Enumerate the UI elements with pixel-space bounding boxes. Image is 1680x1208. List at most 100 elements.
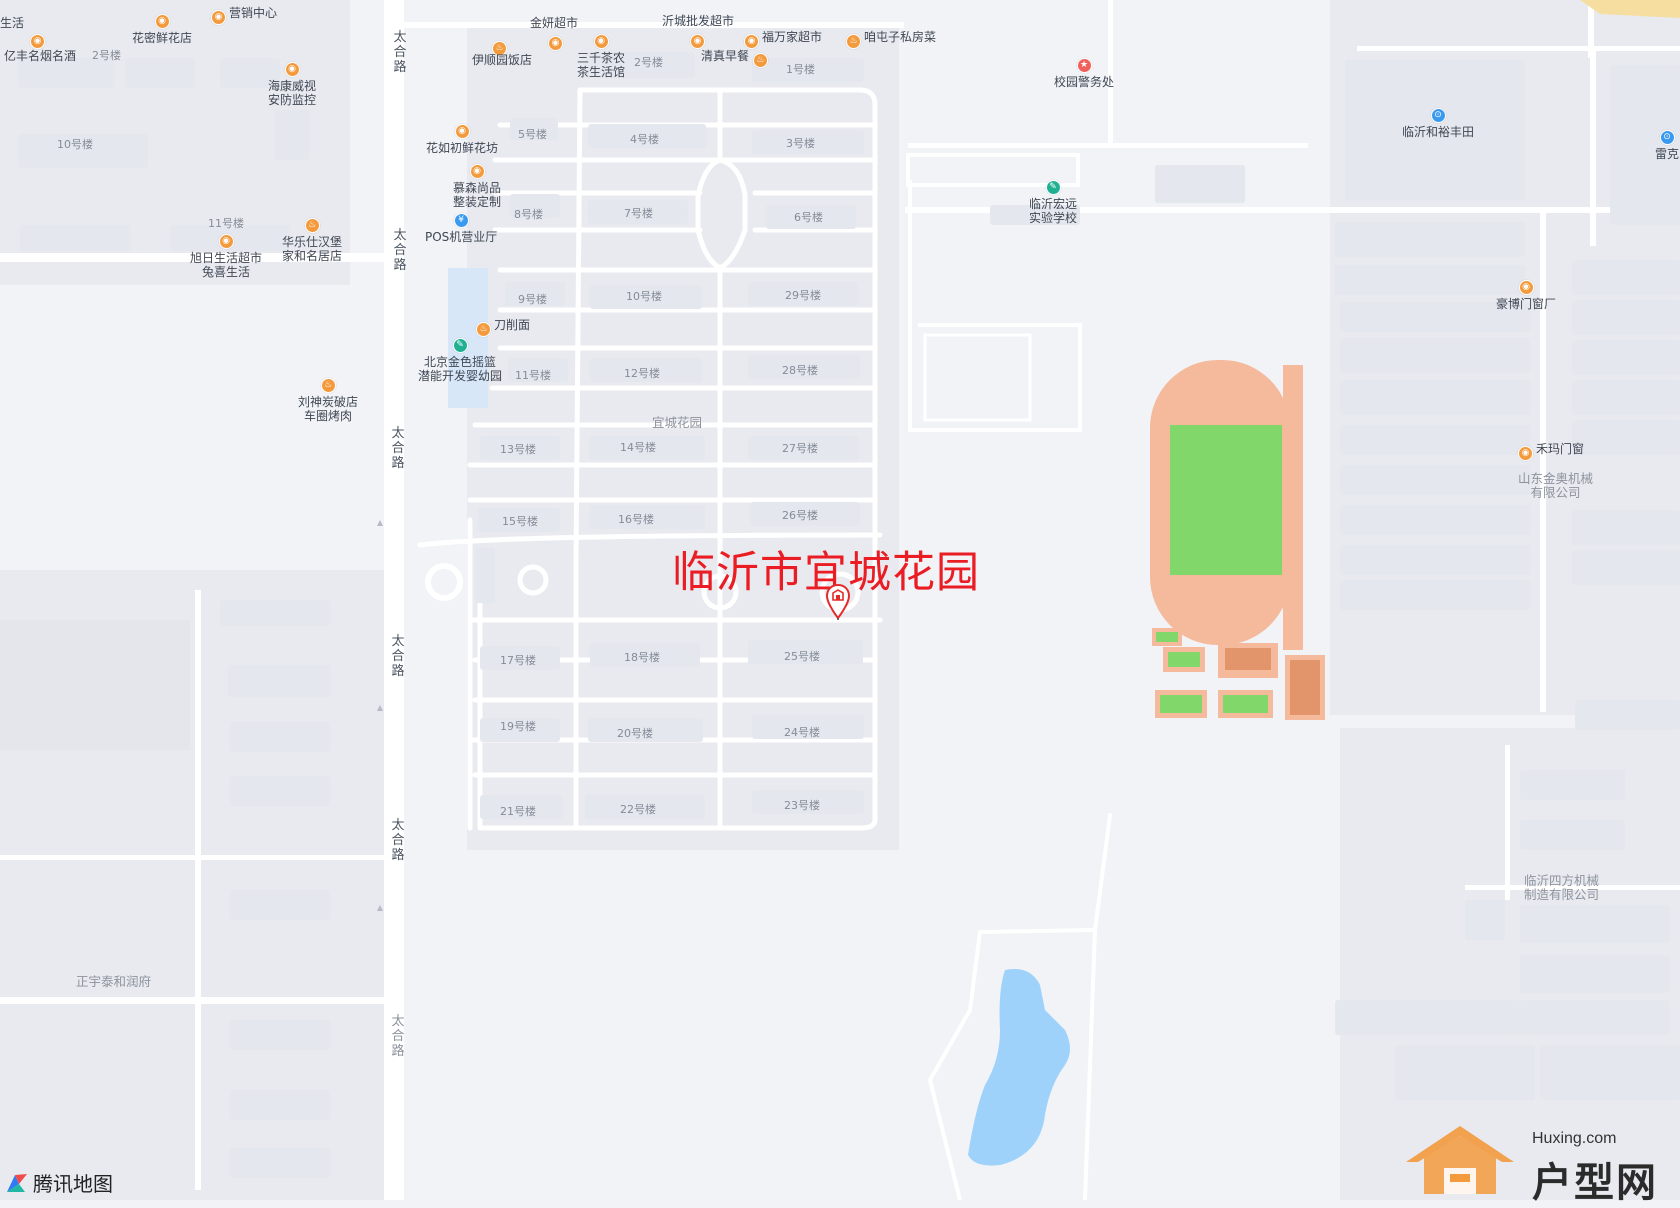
road[interactable]: [1540, 212, 1546, 712]
road[interactable]: [1465, 885, 1680, 890]
building-label: 25号楼: [784, 650, 820, 663]
poi-haobo-windows[interactable]: ◉豪博门窗厂: [1496, 280, 1557, 311]
building-label: 11号楼: [208, 217, 244, 230]
restaurant-icon: ♨: [846, 34, 861, 49]
poi-jinyan-supermarket[interactable]: 金妍超市: [530, 16, 579, 30]
shopping-cart-icon: ◉: [690, 34, 705, 49]
poi-hema-windows[interactable]: ◉禾玛门窗: [1518, 442, 1584, 461]
shopping-cart-icon: ◉: [548, 36, 563, 51]
poi-cart-icon-wrap[interactable]: ◉: [548, 32, 566, 51]
building-label: 23号楼: [784, 799, 820, 812]
road[interactable]: [1108, 0, 1113, 145]
location-marker-icon[interactable]: [825, 584, 851, 620]
roundabout: [701, 573, 739, 611]
poi-qingzhen-breakfast[interactable]: 清真早餐 ♨: [701, 49, 771, 68]
building-label: 24号楼: [784, 726, 820, 739]
poi-shenghuo[interactable]: 生活: [0, 16, 25, 30]
poi-pos-office[interactable]: ¥POS机营业厅: [425, 213, 498, 244]
compound-buildings: [475, 52, 864, 819]
building-label: 9号楼: [518, 293, 547, 306]
school-area: [906, 143, 1308, 432]
school-icon: ✎: [1045, 180, 1061, 195]
poi-yifeng-tobacco[interactable]: ◉亿丰名烟名酒: [4, 34, 77, 63]
building-label: 6号楼: [794, 211, 823, 224]
police-icon: ★: [1076, 58, 1092, 73]
sports-ground: [1150, 360, 1325, 720]
poi-heyu-toyota[interactable]: ⊙临沂和裕丰田: [1402, 108, 1475, 139]
building-label: 10号楼: [626, 290, 662, 303]
building-label: 20号楼: [617, 727, 653, 740]
curved-road[interactable]: [928, 813, 1112, 1200]
road[interactable]: [905, 207, 1680, 213]
building-label: 29号楼: [785, 289, 821, 302]
compound-label: 宜城花园: [652, 415, 703, 430]
road[interactable]: [1357, 46, 1680, 51]
building-label: 15号楼: [502, 515, 538, 528]
building-label: 5号楼: [518, 128, 547, 141]
road[interactable]: [1588, 0, 1594, 58]
road-label-taihe: 太合路: [391, 1014, 405, 1059]
east-west-road[interactable]: [0, 253, 392, 262]
poi-xuri-supermarket[interactable]: ◉旭日生活超市兔喜生活: [190, 234, 263, 279]
building-label: 8号楼: [514, 208, 543, 221]
area-label-sifang-machinery: 临沂四方机械制造有限公司: [1524, 873, 1600, 902]
shopping-cart-icon: ◉: [744, 34, 759, 49]
building-label: 22号楼: [620, 803, 656, 816]
building-label: 28号楼: [782, 364, 818, 377]
shop-icon: ◉: [284, 62, 300, 77]
road-label-taihe: 太合路: [391, 426, 405, 471]
tencent-map-logo-icon: [7, 1174, 27, 1192]
right-buildings: [1335, 60, 1680, 1100]
poi-zadianzi-restaurant[interactable]: ♨咱屯子私房菜: [846, 30, 936, 49]
road-label-taihe: 太合路: [393, 30, 407, 75]
poi-fuwanjia-supermarket[interactable]: ◉福万家超市: [744, 30, 822, 49]
building-label: 3号楼: [786, 137, 815, 150]
road[interactable]: [404, 22, 904, 28]
building-label: 13号楼: [500, 443, 536, 456]
shop-icon: ◉: [211, 10, 226, 25]
poi-yishun-restaurant[interactable]: ♨: [472, 37, 510, 56]
poi-campus-police[interactable]: ★校园警务处: [1054, 58, 1115, 89]
building-label: 19号楼: [500, 720, 536, 733]
taihe-road[interactable]: [384, 0, 404, 1200]
poi-sanqian-teahouse[interactable]: ◉三千茶农茶生活馆: [577, 34, 626, 79]
poi-musen-decor[interactable]: ◉慕森尚品整装定制: [453, 164, 502, 209]
poi-huami-flowers[interactable]: ◉花密鲜花店: [132, 14, 193, 45]
shop-icon: ◉: [154, 14, 170, 29]
building-label: 18号楼: [624, 651, 660, 664]
road[interactable]: [1505, 745, 1510, 900]
road[interactable]: [0, 855, 390, 860]
building-label: 10号楼: [57, 138, 93, 151]
road-label-taihe: 太合路: [393, 228, 407, 273]
building-label: 12号楼: [624, 367, 660, 380]
poi-huaru-flowers[interactable]: ◉花如初鲜花坊: [426, 124, 499, 155]
road[interactable]: [1590, 46, 1596, 246]
restaurant-icon: ♨: [320, 378, 336, 393]
restaurant-icon: ♨: [752, 53, 768, 68]
road-label-taihe: 太合路: [391, 634, 405, 679]
poi-cart-icon-wrap[interactable]: ◉: [690, 30, 708, 49]
poi-hualeshi-burger[interactable]: ♨华乐仕汉堡家和名居店: [282, 218, 343, 263]
poi-marketing-center[interactable]: ◉营销中心: [211, 6, 277, 25]
poi-leike[interactable]: ⊙雷克: [1655, 130, 1680, 161]
restaurant-icon: ♨: [492, 41, 507, 56]
area-highlight: [1580, 0, 1680, 18]
restaurant-icon: ♨: [476, 322, 491, 337]
building-label: 16号楼: [618, 513, 654, 526]
road[interactable]: [195, 590, 201, 1190]
poi-hongyuan-school[interactable]: ✎临沂宏远实验学校: [1029, 180, 1078, 225]
building-label: 21号楼: [500, 805, 536, 818]
poi-yicheng-wholesale[interactable]: 沂城批发超市: [662, 14, 735, 28]
poi-beijing-kindergarten[interactable]: ✎北京金色摇篮潜能开发婴幼园: [418, 338, 503, 383]
poi-haikang-security[interactable]: ◉海康威视安防监控: [268, 62, 317, 107]
poi-liushen-bbq[interactable]: ♨刘神炭破店车圈烤肉: [298, 378, 359, 423]
poi-yishun-label[interactable]: 伊顺园饭店: [472, 53, 533, 67]
left-buildings: [0, 58, 330, 1178]
poi-daoxiao-noodles[interactable]: ♨刀削面: [476, 318, 530, 337]
huxing-watermark-url: Huxing.com: [1532, 1130, 1617, 1147]
curved-road[interactable]: [1083, 928, 1097, 1200]
building-label: 26号楼: [782, 509, 818, 522]
building-label: 27号楼: [782, 442, 818, 455]
direction-arrows: [377, 520, 383, 911]
